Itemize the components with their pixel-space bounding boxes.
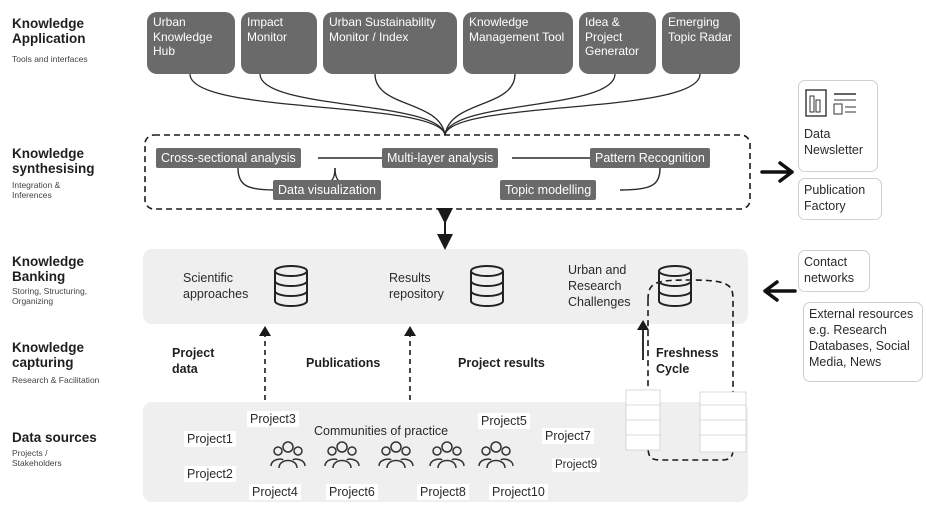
document-thumbnails <box>625 389 747 453</box>
project-label: Project10 <box>489 484 548 500</box>
layer-title-capturing: Knowledge capturing <box>12 340 85 370</box>
layer-subtitle-banking: Storing, Structuring, Organizing <box>12 286 88 306</box>
project-label: Project4 <box>249 484 301 500</box>
knowledge-banking-band <box>143 249 748 324</box>
pattern-recognition: Pattern Recognition <box>590 148 710 168</box>
project-label: Project7 <box>542 428 594 444</box>
communities-of-practice-label: Communities of practice <box>314 424 449 438</box>
freshness-cycle-dashed-loop <box>647 279 734 461</box>
newsletter-icon <box>804 88 872 126</box>
tool-connector-curves <box>189 73 701 136</box>
tool-impact-monitor: Impact Monitor <box>241 12 317 74</box>
synthesis-connectors <box>237 157 661 191</box>
tool-urban-sustainability-monitor: Urban Sustainability Monitor / Index <box>323 12 457 74</box>
freshness-cycle-label: Freshness Cycle <box>656 345 726 377</box>
multi-layer-analysis: Multi-layer analysis <box>382 148 499 168</box>
project-label: Project6 <box>326 484 378 500</box>
data-newsletter-label: Data Newsletter <box>804 127 864 157</box>
project-label: Project3 <box>247 411 299 427</box>
layer-subtitle-synthesising: Integration & Inferences <box>12 180 61 200</box>
project-data-label: Project data <box>172 346 215 376</box>
layer-subtitle-data-sources: Projects / Stakeholders <box>12 448 62 468</box>
tool-knowledge-management: Knowledge Management Tool <box>463 12 573 74</box>
project-results-label: Project results <box>458 356 545 370</box>
project-label: Project9 <box>552 458 601 472</box>
layer-title-application: Knowledge Application <box>12 16 86 46</box>
tool-idea-project-generator: Idea & Project Generator <box>579 12 656 74</box>
layer-title-synthesising: Knowledge synthesising <box>12 146 95 176</box>
tool-emerging-topic-radar: Emerging Topic Radar <box>662 12 740 74</box>
cross-sectional-analysis: Cross-sectional analysis <box>156 148 301 168</box>
output-arrow <box>760 161 794 183</box>
bank-label-results: Results repository <box>389 271 444 301</box>
data-newsletter-box: Data Newsletter <box>798 80 878 172</box>
contact-networks-box: Contact networks <box>798 250 870 292</box>
layer-title-banking: Knowledge Banking <box>12 254 85 284</box>
bank-label-urban: Urban and Research Challenges <box>568 263 631 309</box>
input-arrow <box>763 280 797 302</box>
publication-factory-box: Publication Factory <box>798 178 882 220</box>
bank-label-scientific: Scientific approaches <box>183 271 249 301</box>
project-label: Project1 <box>184 431 236 447</box>
external-resources-box: External resources e.g. Research Databas… <box>803 302 923 382</box>
layer-subtitle-application: Tools and interfaces <box>12 54 88 64</box>
project-label: Project8 <box>417 484 469 500</box>
project-label: Project5 <box>478 413 530 429</box>
data-visualization: Data visualization <box>273 180 381 200</box>
project-label: Project2 <box>184 466 236 482</box>
tool-urban-knowledge-hub: Urban Knowledge Hub <box>147 12 235 74</box>
topic-modelling: Topic modelling <box>500 180 597 200</box>
layer-subtitle-capturing: Research & Facilitation <box>12 375 100 385</box>
publications-label: Publications <box>306 356 381 370</box>
layer-title-data-sources: Data sources <box>12 430 97 445</box>
